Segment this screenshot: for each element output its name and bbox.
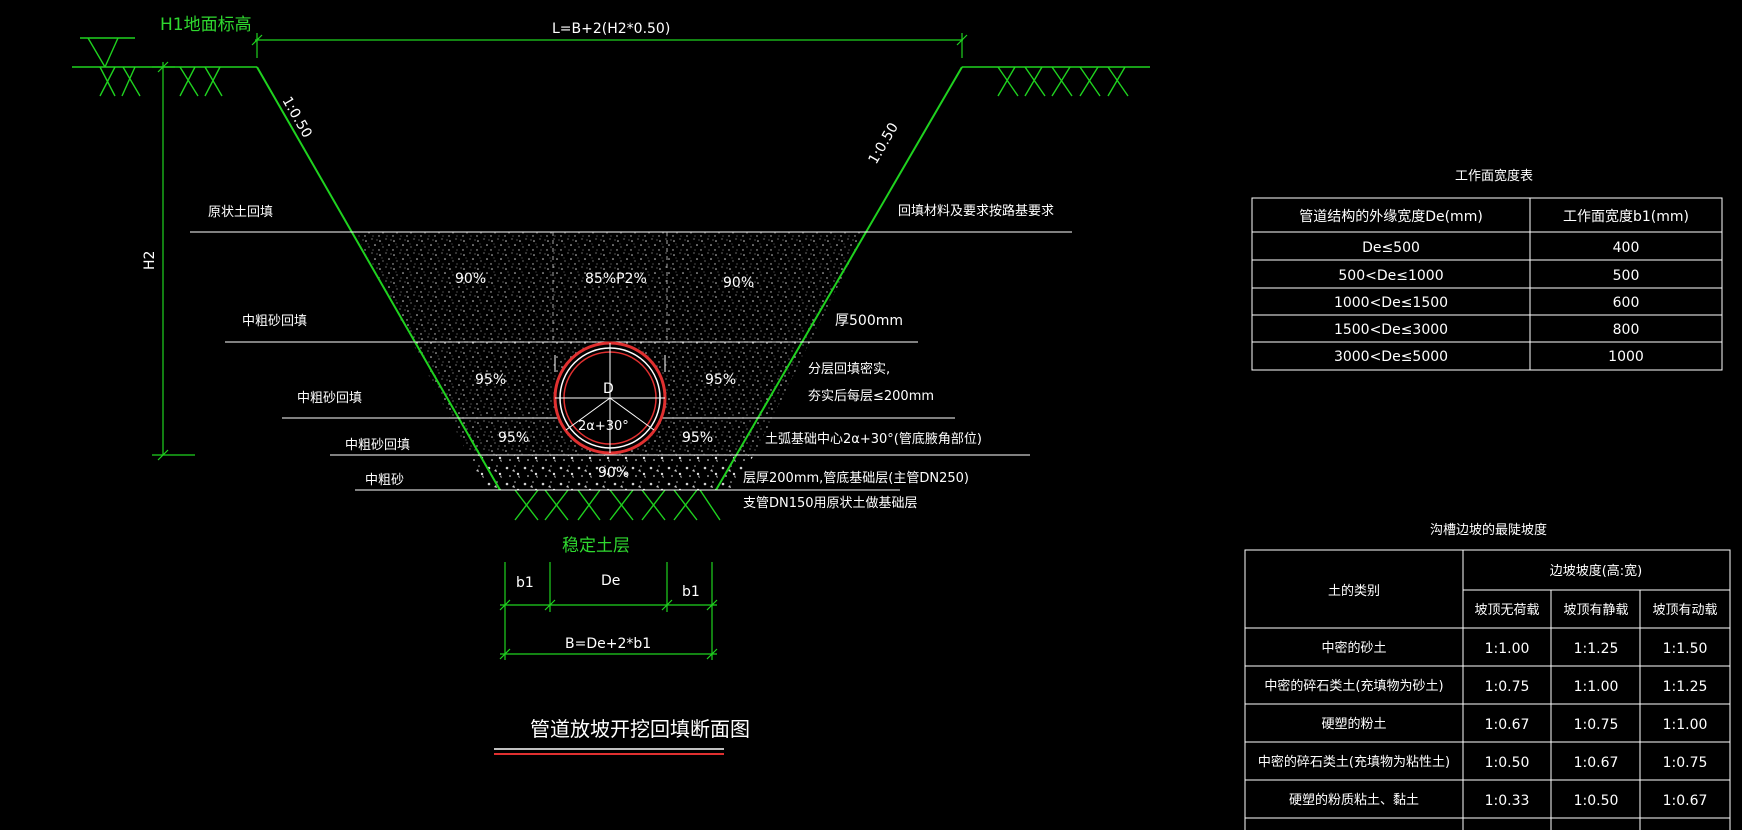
pipe-d-label: D xyxy=(603,381,614,397)
slope-table: 沟槽边坡的最陡坡度 土的类别 边坡坡度(高:宽) 坡顶无荷载 坡顶有静载 坡顶有… xyxy=(1244,522,1731,830)
width-cell: 1000 xyxy=(1608,349,1644,365)
note-bed-1: 层厚200mm,管底基础层(主管DN250) xyxy=(743,470,969,486)
slope-cell-soil: 中密的碎石类土(充填物为粘性土) xyxy=(1258,754,1450,770)
bedding-fill xyxy=(468,455,754,490)
width-table: 工作面宽度表 管道结构的外缘宽度De(mm) 工作面宽度b1(mm) De≤50… xyxy=(1251,168,1723,371)
note-layer-1: 分层回填密实, xyxy=(808,361,890,377)
ground-left xyxy=(72,37,257,97)
note-base: 土弧基础中心2α+30°(管底腋角部位) xyxy=(765,431,982,447)
pct-mid-right: 95% xyxy=(705,372,736,388)
slope-cell: 1:0.50 xyxy=(1485,755,1530,771)
width-header-de: 管道结构的外缘宽度De(mm) xyxy=(1299,208,1483,225)
note-top: 回填材料及要求按路基要求 xyxy=(898,203,1054,219)
pct-top-left: 90% xyxy=(455,271,486,287)
slope-cell: 1:0.50 xyxy=(1574,793,1619,809)
h2-label: H2 xyxy=(142,251,158,270)
width-cell: 1500<De≤3000 xyxy=(1334,322,1448,338)
slope-cell: 1:1.00 xyxy=(1663,717,1708,733)
slope-header-group: 边坡坡度(高:宽) xyxy=(1550,563,1643,579)
pct-mid-left: 95% xyxy=(475,372,506,388)
width-cell: 500 xyxy=(1613,268,1640,284)
de-label: De xyxy=(601,573,620,589)
width-cell: 800 xyxy=(1613,322,1640,338)
slope-cell-soil: 硬塑的粉土 xyxy=(1321,716,1386,732)
slope-cell: 1:1.50 xyxy=(1663,641,1708,657)
trench-wall-right xyxy=(715,66,963,491)
dimension-h2 xyxy=(152,61,195,461)
width-cell: 600 xyxy=(1613,295,1640,311)
stable-soil-label: 稳定土层 xyxy=(562,536,630,556)
b1-right-label: b1 xyxy=(682,584,700,600)
slope-cell: 1:1.25 xyxy=(1663,679,1708,695)
slope-cell: 1:0.75 xyxy=(1663,755,1708,771)
pct-top-mid: 85%P2% xyxy=(585,271,647,287)
note-bed-2: 支管DN150用原状土做基础层 xyxy=(743,496,918,511)
layer-label-1: 原状土回填 xyxy=(208,205,273,220)
slope-right-label: 1:0.50 xyxy=(866,120,902,167)
width-header-b1: 工作面宽度b1(mm) xyxy=(1563,208,1689,225)
pct-top-right: 90% xyxy=(723,275,754,291)
slope-cell: 1:0.67 xyxy=(1663,793,1708,809)
width-cell: 400 xyxy=(1613,240,1640,256)
width-cell: 1000<De≤1500 xyxy=(1334,295,1448,311)
slope-cell: 1:1.00 xyxy=(1574,679,1619,695)
drawing-title: 管道放坡开挖回填断面图 xyxy=(530,717,750,741)
slope-left-label: 1:0.50 xyxy=(279,94,315,141)
pipe-angle-label: 2α+30° xyxy=(578,419,629,434)
trench-bottom-hatch xyxy=(514,489,721,521)
slope-cell-soil: 中密的砂土 xyxy=(1321,640,1386,656)
slope-cell: 1:0.67 xyxy=(1485,717,1530,733)
note-layer-2: 夯实后每层≤200mm xyxy=(808,388,934,404)
layer-lines xyxy=(190,231,1072,491)
h1-ground-label: H1地面标高 xyxy=(160,15,252,35)
b1-left-label: b1 xyxy=(516,575,534,591)
pct-bottom: 90% xyxy=(598,465,629,481)
pct-low-right: 95% xyxy=(682,430,713,446)
slope-subheader: 坡顶无荷载 xyxy=(1474,603,1539,618)
slope-subheader: 坡顶有静载 xyxy=(1563,603,1628,618)
note-500: 厚500mm xyxy=(835,313,903,329)
slope-cell: 1:0.67 xyxy=(1574,755,1619,771)
dimension-b xyxy=(499,562,718,660)
layer-label-3: 中粗砂回填 xyxy=(297,391,362,406)
b-formula-label: B=De+2*b1 xyxy=(565,636,651,652)
slope-table-title: 沟槽边坡的最陡坡度 xyxy=(1430,522,1547,538)
pipe xyxy=(553,341,667,455)
dimension-l xyxy=(251,33,968,58)
width-cell: 3000<De≤5000 xyxy=(1334,349,1448,365)
l-dimension-label: L=B+2(H2*0.50) xyxy=(552,21,670,37)
ground-right xyxy=(962,66,1150,97)
layer-label-2: 中粗砂回填 xyxy=(242,314,307,329)
slope-header-soil: 土的类别 xyxy=(1328,583,1380,599)
pct-low-left: 95% xyxy=(498,430,529,446)
slope-cell: 1:1.00 xyxy=(1485,641,1530,657)
backfill-upper-fill xyxy=(355,232,865,342)
trench-wall-left xyxy=(256,66,501,491)
trench-section: H1地面标高 L=B+2(H2*0.50) 1:0.50 1:0.50 H2 原… xyxy=(72,15,1150,755)
width-cell: 500<De≤1000 xyxy=(1338,268,1443,284)
slope-cell-soil: 中密的碎石类土(充填物为砂土) xyxy=(1264,678,1443,694)
layer-label-4: 中粗砂回填 xyxy=(345,438,410,453)
layer-label-5: 中粗砂 xyxy=(365,473,404,488)
slope-cell: 1:0.75 xyxy=(1485,679,1530,695)
width-table-title: 工作面宽度表 xyxy=(1455,168,1533,184)
slope-cell: 1:0.75 xyxy=(1574,717,1619,733)
partition-lines xyxy=(412,232,810,343)
slope-cell: 1:1.25 xyxy=(1574,641,1619,657)
slope-cell: 1:0.33 xyxy=(1485,793,1530,809)
slope-subheader: 坡顶有动载 xyxy=(1652,603,1717,618)
slope-cell-soil: 硬塑的粉质粘土、黏土 xyxy=(1289,792,1419,808)
width-cell: De≤500 xyxy=(1362,240,1420,256)
